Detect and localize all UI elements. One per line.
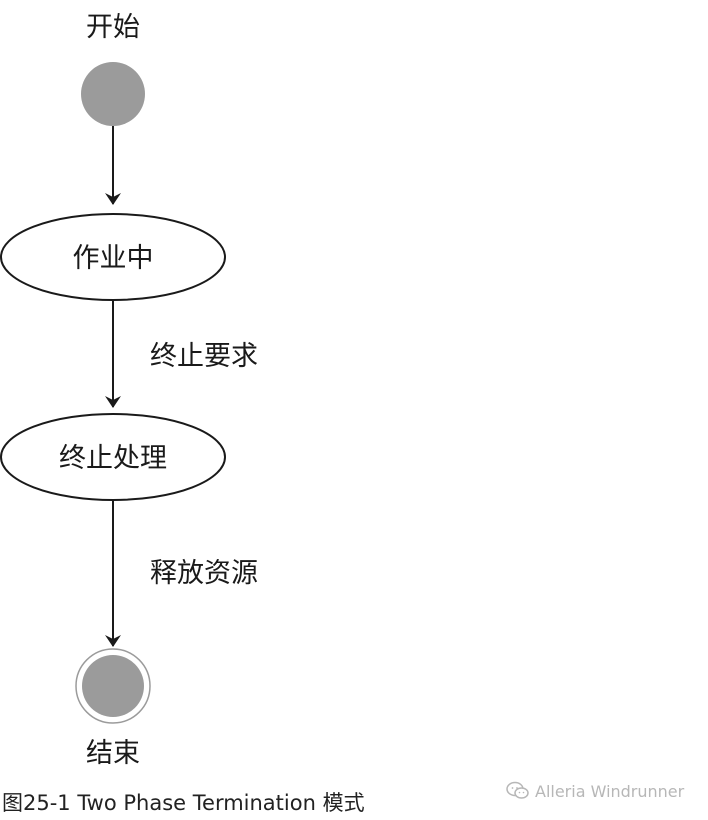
transition-release-resources-label: 释放资源 [150,558,258,589]
state-working-label: 作业中 [73,243,154,274]
watermark-text: Alleria Windrunner [535,781,685,801]
wechat-icon [506,781,530,801]
figure-caption: 图25-1 Two Phase Termination 模式 [2,791,365,815]
transition-terminate-request-label: 终止要求 [150,341,258,372]
start-node [81,62,145,126]
watermark: Alleria Windrunner [506,781,684,801]
end-label: 结束 [86,738,140,769]
state-terminating-label: 终止处理 [59,443,167,474]
start-label: 开始 [86,12,140,43]
end-node [82,655,144,717]
